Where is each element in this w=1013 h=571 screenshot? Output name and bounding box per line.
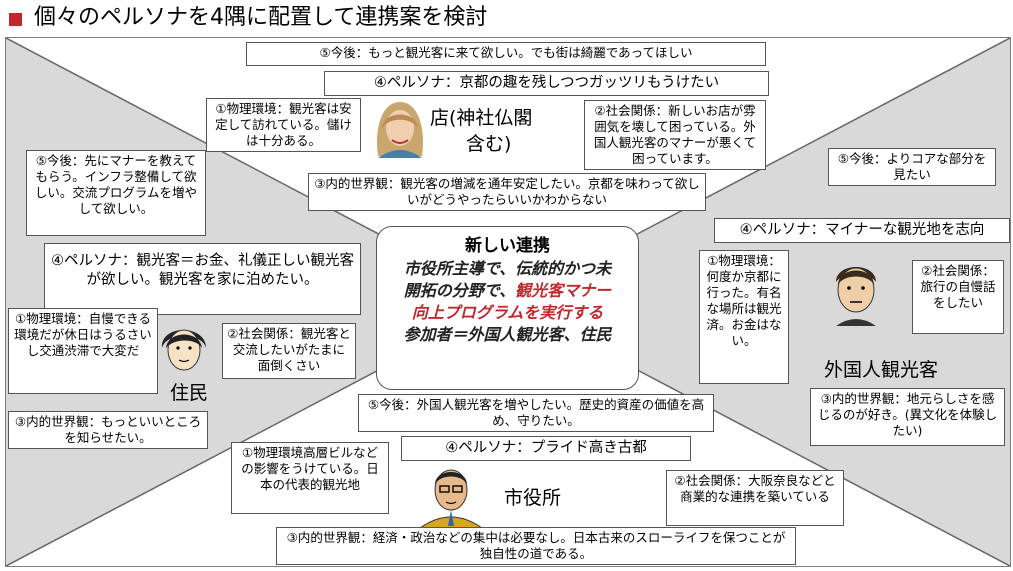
shop-persona-box: ④ペルソナ：京都の趣を残しつつガッツリもうけたい <box>324 71 769 96</box>
resident-label: 住民 <box>170 382 209 404</box>
collaboration-line2: 開拓の分野で、 <box>403 281 516 300</box>
shop-label-line2: 含む) <box>466 133 512 155</box>
city-persona-box: ④ペルソナ：プライド高き古都 <box>401 436 691 461</box>
foreigner-label: 外国人観光客 <box>824 359 939 381</box>
collaboration-line2-highlight: 観光客マナー <box>515 281 612 300</box>
collaboration-line4: 参加者＝外国人観光客、住民 <box>403 325 612 344</box>
shop-physical-box: ①物理環境：観光客は安定して訪れている。儲けは十分ある。 <box>206 98 361 152</box>
title-bullet <box>9 13 22 26</box>
shop-inner-box: ③内的世界観：観光客の増減を通年安定したい。京都を味わって欲しいがどうやったらい… <box>308 173 706 211</box>
resident-inner-box: ③内的世界観：もっといいところを知らせたい。 <box>8 411 208 449</box>
collaboration-heading: 新しい連携 <box>465 236 550 256</box>
shop-label-line1: 店(神社仏閣 <box>430 107 533 129</box>
collaboration-line1: 市役所主導で、伝統的かつ未 <box>403 259 612 278</box>
foreigner-social-box: ②社会関係：旅行の自慢話をしたい <box>912 260 1004 334</box>
resident-social-box: ②社会関係：観光客と交流したいがたまに面倒くさい <box>222 323 356 379</box>
city-label: 市役所 <box>504 487 562 509</box>
title-row: 個々のペルソナを4隅に配置して連携案を検討 <box>0 0 1013 36</box>
resident-physical-box: ①物理環境：自慢できる環境だが休日はうるさいし交通渋滞で大変だ <box>8 308 158 394</box>
new-collaboration-box: 新しい連携 市役所主導で、伝統的かつ未 開拓の分野で、観光客マナー 向上プログラ… <box>376 226 639 390</box>
resident-persona-box: ④ペルソナ：観光客＝お金、礼儀正しい観光客が欲しい。観光客を家に泊めたい。 <box>44 243 361 315</box>
shop-social-box: ②社会関係：新しいお店が雰囲気を壊して困っている。外国人観光客のマナーが悪くて困… <box>584 100 766 170</box>
city-physical-box: ①物理環境高層ビルなどの影響をうけている。日本の代表的観光地 <box>231 442 389 514</box>
persona-board: ⑤今後：もっと観光客に来て欲しい。でも街は綺麗であってほしい ④ペルソナ：京都の… <box>5 37 1011 567</box>
foreigner-future-box: ⑤今後：よりコアな部分を見たい <box>828 148 996 186</box>
slide-title: 個々のペルソナを4隅に配置して連携案を検討 <box>34 5 488 30</box>
resident-future-box: ⑤今後：先にマナーを教えてもらう。インフラ整備して欲しい。交流プログラムを増やし… <box>26 150 206 236</box>
shop-future-box: ⑤今後：もっと観光客に来て欲しい。でも街は綺麗であってほしい <box>246 42 766 66</box>
city-future-box: ⑤今後：外国人観光客を増やしたい。歴史的資産の価値を高め、守りたい。 <box>358 394 714 432</box>
collaboration-line3-highlight: 向上プログラムを実行する <box>411 303 604 322</box>
city-social-box: ②社会関係：大阪奈良などと商業的な連携を築いている <box>666 470 844 526</box>
city-inner-box: ③内的世界観：経済・政治などの集中は必要なし。日本古来のスローライフを保つことが… <box>276 527 796 565</box>
foreigner-physical-box: ①物理環境：何度か京都に行った。有名な場所は観光済。お金はない。 <box>699 250 789 384</box>
foreigner-persona-box: ④ペルソナ：マイナーな観光地を志向 <box>714 218 1010 243</box>
foreigner-inner-box: ③内的世界観：地元らしさを感じるのが好き。(異文化を体験したい) <box>810 388 1005 446</box>
